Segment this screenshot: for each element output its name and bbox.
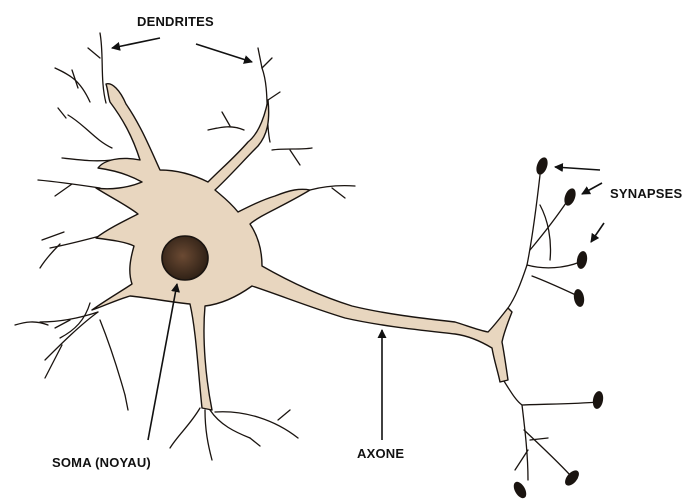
synapses-label: SYNAPSES bbox=[610, 186, 683, 201]
synapses-arrow-bottom bbox=[591, 223, 604, 242]
axon-terminal-branches bbox=[500, 175, 598, 480]
synapse-terminal bbox=[576, 250, 589, 269]
nucleus bbox=[162, 236, 208, 280]
synapses-arrow-middle bbox=[582, 183, 602, 194]
dendrites-arrow-right bbox=[196, 44, 252, 62]
axone-label: AXONE bbox=[357, 446, 404, 461]
synapse-terminal bbox=[592, 390, 605, 409]
synapse-terminal bbox=[534, 156, 550, 176]
soma-label: SOMA (NOYAU) bbox=[52, 455, 151, 470]
cell-body bbox=[92, 84, 512, 410]
synapse-terminals bbox=[511, 156, 604, 500]
synapses-arrow-top bbox=[555, 167, 600, 170]
dendrites-label: DENDRITES bbox=[137, 14, 214, 29]
dendrites-arrow-left bbox=[112, 38, 160, 48]
synapse-terminal bbox=[573, 288, 586, 307]
synapse-terminal bbox=[511, 480, 529, 501]
soma-arrow bbox=[148, 284, 177, 440]
